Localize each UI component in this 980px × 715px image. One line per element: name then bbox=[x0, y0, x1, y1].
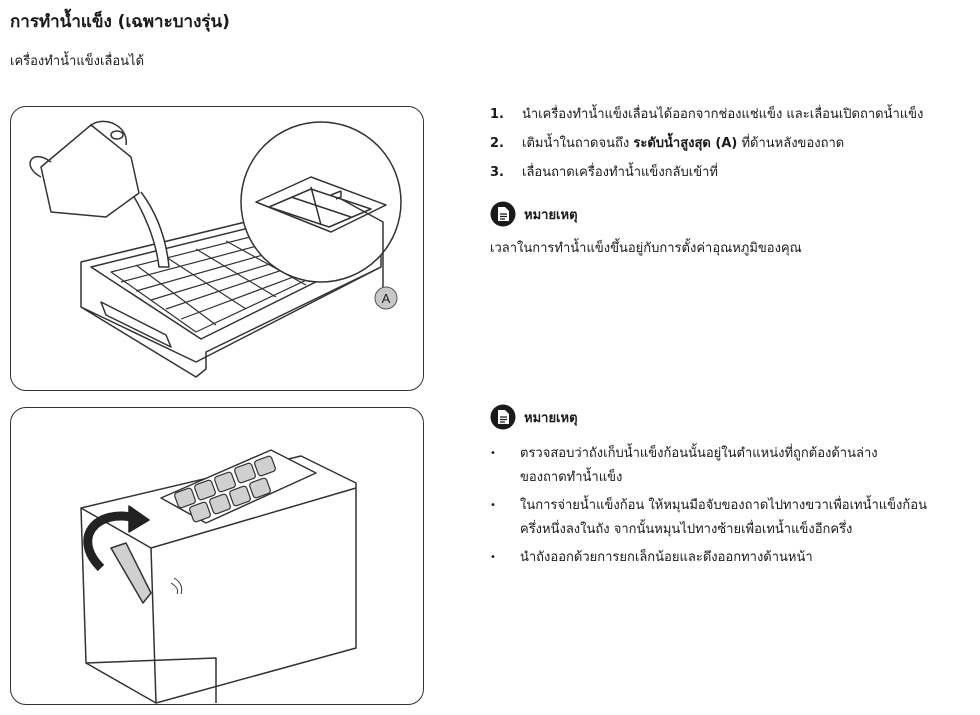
list-item: • ในการจ่ายน้ำแข็งก้อน ให้หมุนมือจับของถ… bbox=[490, 494, 950, 542]
step-number: 2. bbox=[490, 136, 504, 151]
step-text: เลื่อนถาดเครื่องทำน้ำแข็งกลับเข้าที่ bbox=[522, 165, 718, 180]
step-number: 3. bbox=[490, 165, 504, 180]
callout-a: A bbox=[374, 286, 398, 310]
list-item-line: ตรวจสอบว่าถังเก็บน้ำแข็งก้อนนั้นอยู่ในตำ… bbox=[520, 446, 878, 461]
ice-cubes bbox=[174, 455, 276, 523]
ice-tray-fill-drawing: A bbox=[29, 120, 402, 378]
step-number: 1. bbox=[490, 107, 504, 122]
step-item: 3. เลื่อนถาดเครื่องทำน้ำแข็งกลับเข้าที่ bbox=[490, 164, 960, 182]
tray-handle bbox=[100, 301, 172, 348]
note-icon bbox=[490, 404, 516, 430]
note-icon bbox=[490, 201, 516, 227]
ice-tray-fill-illustration: A bbox=[10, 106, 424, 391]
list-item: • นำถังออกด้วยการยกเล็กน้อยและดึงออกทางด… bbox=[490, 546, 950, 570]
list-item: • ตรวจสอบว่าถังเก็บน้ำแข็งก้อนนั้นอยู่ใน… bbox=[490, 442, 950, 490]
list-item-line: ครึ่งหนึ่งลงในถัง จากนั้นหมุนไปทางซ้ายเพ… bbox=[520, 522, 853, 537]
list-item-text: นำถังออกด้วยการยกเล็กน้อยและดึงออกทางด้า… bbox=[520, 550, 813, 565]
note-heading-text: หมายเหตุ bbox=[524, 410, 578, 426]
step-text-part: ที่ด้านหลังของถาด bbox=[737, 136, 845, 151]
water-stream bbox=[132, 191, 170, 268]
list-item-text: ในการจ่ายน้ำแข็งก้อน ให้หมุนมือจับของถาด… bbox=[520, 494, 927, 542]
step-text-part: เติมน้ำในถาดจนถึง bbox=[522, 136, 634, 151]
callout-a-label: A bbox=[382, 291, 391, 306]
note-heading: หมายเหตุ bbox=[490, 404, 578, 430]
step-text-bold: ระดับน้ำสูงสุด (A) bbox=[633, 136, 738, 151]
list-item-line: ในการจ่ายน้ำแข็งก้อน ให้หมุนมือจับของถาด… bbox=[520, 498, 927, 513]
bullet-icon: • bbox=[490, 448, 496, 459]
instruction-steps: 1. นำเครื่องทำน้ำแข็งเลื่อนได้ออกจากช่อง… bbox=[490, 106, 960, 193]
callout-line bbox=[340, 198, 384, 287]
step-item: 1. นำเครื่องทำน้ำแข็งเลื่อนได้ออกจากช่อง… bbox=[490, 106, 960, 124]
bullet-icon: • bbox=[490, 552, 496, 563]
list-item-line: ของถาดทำน้ำแข็ง bbox=[520, 470, 623, 485]
ice-dispense-drawing bbox=[80, 449, 357, 704]
note-heading: หมายเหตุ bbox=[490, 201, 578, 227]
page-subtitle: เครื่องทำน้ำแข็งเลื่อนได้ bbox=[10, 54, 145, 69]
tray-handle-lever bbox=[110, 542, 152, 604]
list-item-text: ตรวจสอบว่าถังเก็บน้ำแข็งก้อนนั้นอยู่ในตำ… bbox=[520, 442, 878, 490]
ice-dispense-illustration bbox=[10, 407, 424, 705]
bullet-icon: • bbox=[490, 500, 496, 511]
magnifier-circle bbox=[240, 121, 402, 283]
note-bullet-list: • ตรวจสอบว่าถังเก็บน้ำแข็งก้อนนั้นอยู่ใน… bbox=[490, 442, 950, 574]
rotate-arrow-icon bbox=[83, 511, 138, 572]
note-text: เวลาในการทำน้ำแข็งขึ้นอยู่กับการตั้งค่าอ… bbox=[490, 241, 802, 256]
step-item: 2. เติมน้ำในถาดจนถึง ระดับน้ำสูงสุด (A) … bbox=[490, 135, 960, 153]
step-text: เติมน้ำในถาดจนถึง ระดับน้ำสูงสุด (A) ที่… bbox=[522, 135, 844, 153]
pitcher-icon bbox=[29, 120, 140, 218]
note-heading-text: หมายเหตุ bbox=[524, 207, 578, 223]
page-title: การทำน้ำแข็ง (เฉพาะบางรุ่น) bbox=[10, 12, 230, 32]
step-text: นำเครื่องทำน้ำแข็งเลื่อนได้ออกจากช่องแช่… bbox=[522, 107, 924, 122]
